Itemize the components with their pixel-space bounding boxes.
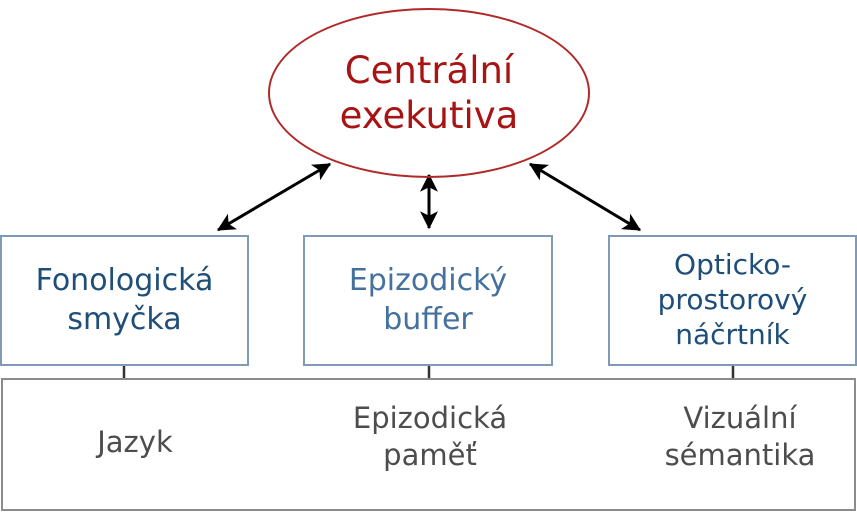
central-executive-node: Centrální exekutiva xyxy=(268,8,590,178)
phonological-loop-line-2: smyčka xyxy=(67,301,182,337)
arrow-central-to-visuospatial xyxy=(528,162,642,232)
episodic-buffer-line-2: buffer xyxy=(383,301,473,337)
visuospatial-sketchpad-line-1: Opticko- xyxy=(674,248,791,282)
central-executive-line-1: Centrální xyxy=(344,48,514,92)
phonological-loop-line-1: Fonologická xyxy=(35,263,214,299)
ltm-item-jazyk: Jazyk xyxy=(40,424,230,461)
visuospatial-sketchpad-box: Opticko- prostorový náčrtník xyxy=(608,235,857,366)
ltm-item-epizodicka-pamet: Epizodická paměť xyxy=(320,400,540,473)
visuospatial-sketchpad-line-3: náčrtník xyxy=(675,317,790,351)
visuospatial-sketchpad-line-2: prostorový xyxy=(657,283,808,317)
ltm-item-vizualni-semantika: Vizuální sémantika xyxy=(630,400,850,473)
ltm-vizualni-semantika-line-2: sémantika xyxy=(664,437,816,472)
phonological-loop-box: Fonologická smyčka xyxy=(0,235,249,366)
episodic-buffer-line-1: Epizodický xyxy=(348,263,508,299)
ltm-jazyk-line-1: Jazyk xyxy=(97,425,173,459)
ltm-vizualni-semantika-line-1: Vizuální xyxy=(683,401,797,435)
long-term-memory-box xyxy=(1,378,856,511)
arrow-central-to-phonological xyxy=(216,162,332,232)
ltm-epizodicka-pamet-line-2: paměť xyxy=(383,437,477,472)
episodic-buffer-box: Epizodický buffer xyxy=(303,235,553,366)
ltm-epizodicka-pamet-line-1: Epizodická xyxy=(352,401,508,435)
central-executive-line-2: exekutiva xyxy=(339,94,519,137)
